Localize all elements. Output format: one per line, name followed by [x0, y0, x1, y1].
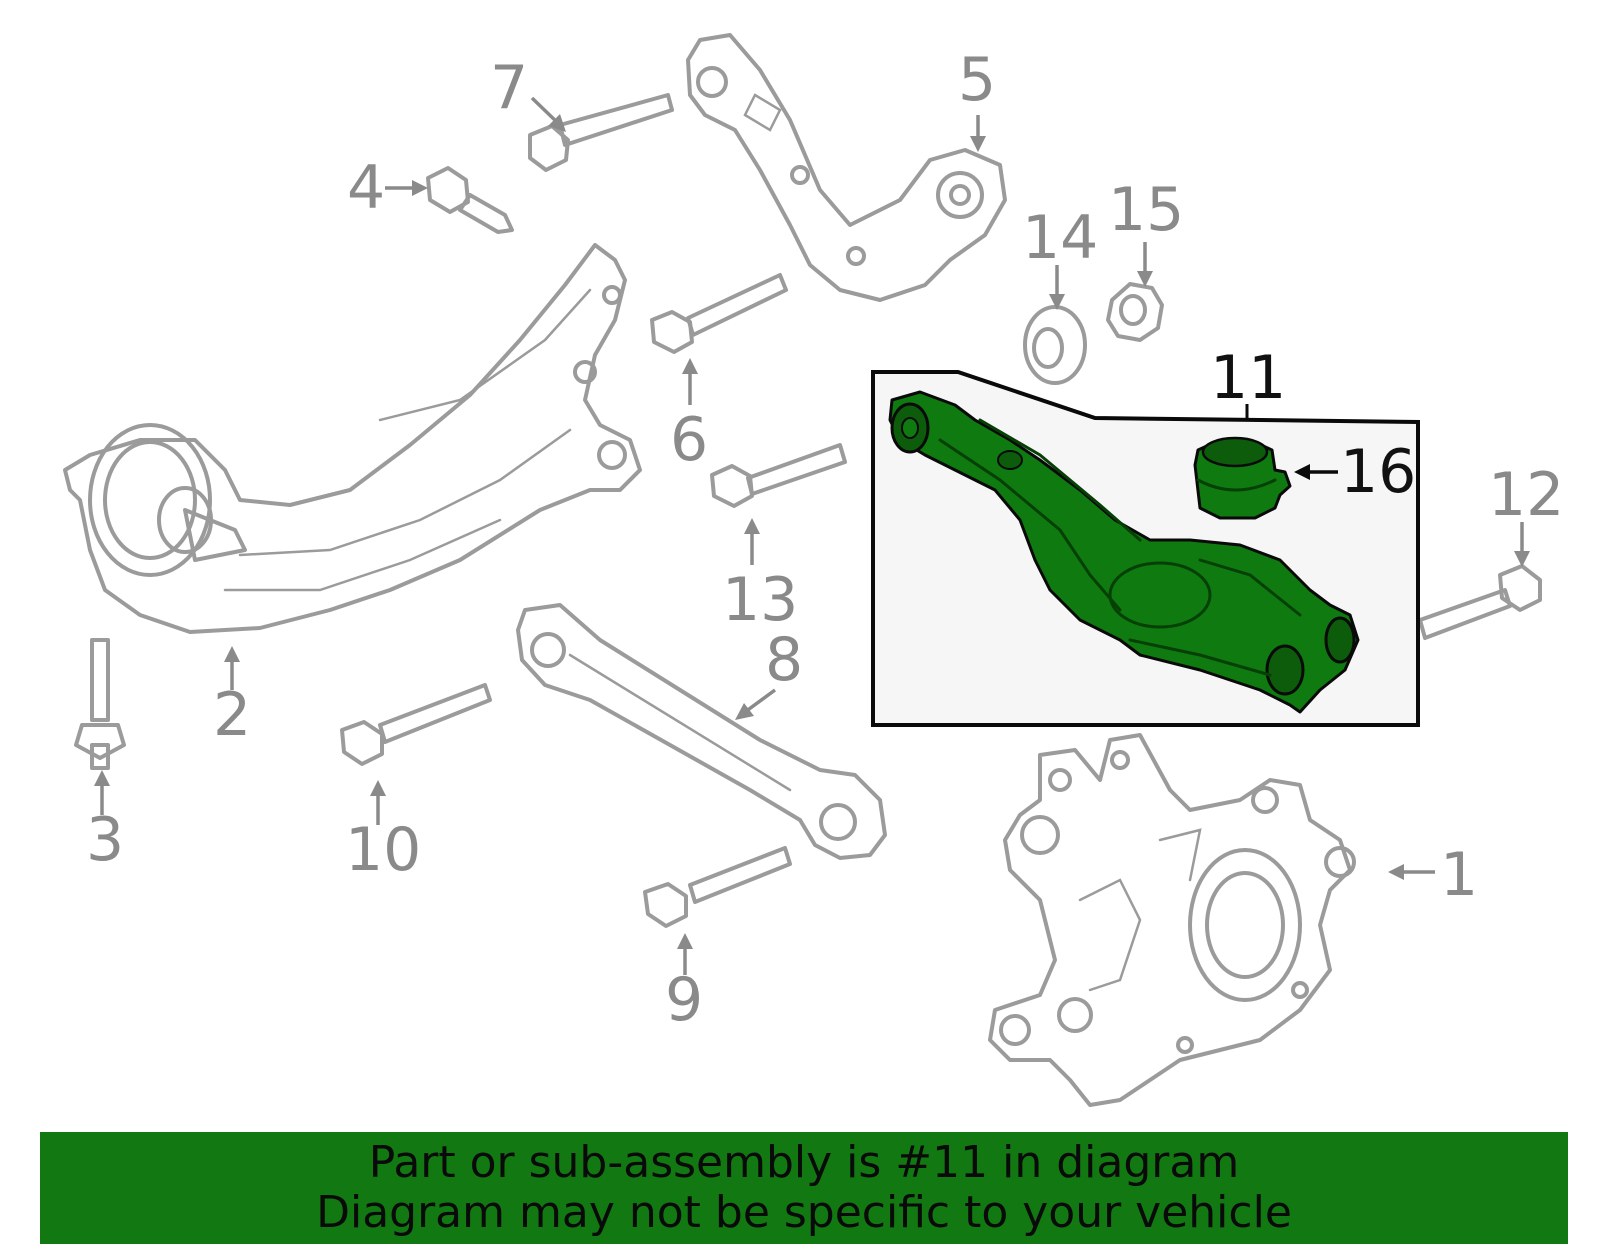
callout-8: 8 [765, 625, 803, 695]
callout-1: 1 [1440, 840, 1478, 910]
info-banner: Part or sub-assembly is #11 in diagram D… [40, 1132, 1568, 1244]
callout-5: 5 [958, 45, 996, 115]
part-2-trailing-arm[interactable] [63, 243, 642, 634]
part-10-bolt[interactable] [340, 683, 492, 766]
part-11-lower-control-arm[interactable] [888, 390, 1360, 714]
callout-15: 15 [1108, 175, 1184, 245]
callout-4: 4 [347, 153, 385, 223]
callout-12: 12 [1488, 460, 1564, 530]
part-7-bolt[interactable] [528, 93, 674, 172]
part-9-bolt[interactable] [643, 846, 792, 928]
part-3-stud[interactable] [74, 638, 126, 770]
callout-14: 14 [1022, 203, 1098, 273]
callout-9: 9 [665, 965, 703, 1035]
callout-2: 2 [213, 680, 251, 750]
part-8-lateral-link[interactable] [516, 603, 887, 860]
part-16-bushing[interactable] [1193, 436, 1292, 520]
callout-13: 13 [722, 565, 798, 635]
callout-6: 6 [670, 405, 708, 475]
part-1-knuckle[interactable] [988, 733, 1356, 1107]
leader-arrows [94, 96, 1530, 975]
part-12-bolt[interactable] [1418, 564, 1542, 640]
part-6-bolt[interactable] [650, 273, 788, 354]
part-5-upper-arm[interactable] [686, 33, 1007, 302]
part-13-bolt[interactable] [710, 443, 847, 508]
part-14-washer[interactable] [1023, 305, 1087, 385]
callout-16: 16 [1340, 437, 1416, 507]
part-15-nut[interactable] [1106, 282, 1164, 342]
callout-3: 3 [86, 805, 124, 875]
banner-line-1: Part or sub-assembly is #11 in diagram [368, 1137, 1240, 1188]
callout-11: 11 [1210, 343, 1286, 413]
banner-line-2: Diagram may not be specific to your vehi… [316, 1187, 1292, 1238]
callout-7: 7 [490, 53, 528, 123]
callout-10: 10 [345, 815, 421, 885]
part-4-bolt[interactable] [426, 166, 514, 234]
